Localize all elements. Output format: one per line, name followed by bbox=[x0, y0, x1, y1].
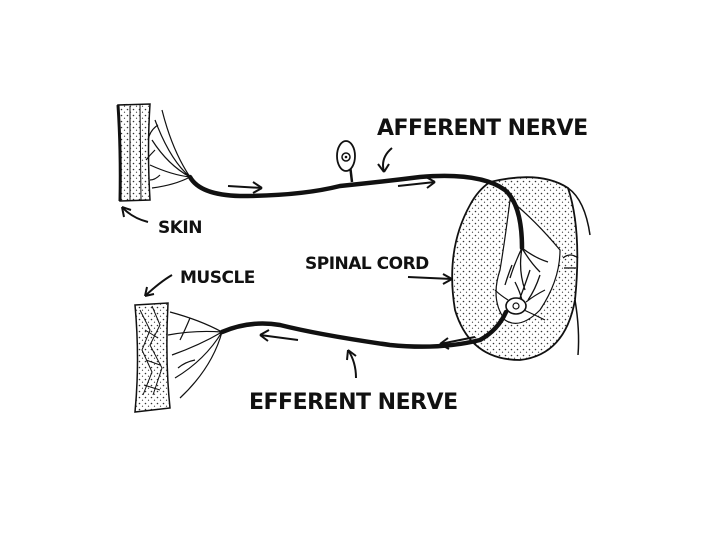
efferent-nerve-fiber bbox=[219, 309, 509, 349]
efferent-nerve-label: EFFERENT NERVE bbox=[249, 390, 458, 415]
muscle-label-arrow bbox=[144, 274, 173, 297]
efferent-direction-arrow-1 bbox=[439, 336, 476, 350]
efferent-direction-arrow-2 bbox=[259, 329, 299, 342]
efferent-label-arrow bbox=[346, 349, 357, 379]
afferent-label-arrow bbox=[377, 147, 393, 173]
skin-label: SKIN bbox=[158, 218, 202, 238]
afferent-nerve-fiber bbox=[187, 140, 525, 251]
afferent-nerve-label: AFFERENT NERVE bbox=[377, 116, 588, 141]
spinal-cord-label: SPINAL CORD bbox=[305, 254, 429, 274]
spinal-cord-section bbox=[451, 176, 591, 361]
afferent-direction-arrow-1 bbox=[227, 181, 263, 194]
skin-tissue bbox=[116, 103, 191, 202]
muscle-tissue bbox=[134, 302, 223, 413]
afferent-direction-arrow-2 bbox=[397, 176, 436, 189]
muscle-label: MUSCLE bbox=[180, 268, 255, 288]
skin-label-arrow bbox=[121, 206, 149, 223]
spinal-cord-label-arrow bbox=[407, 273, 453, 285]
